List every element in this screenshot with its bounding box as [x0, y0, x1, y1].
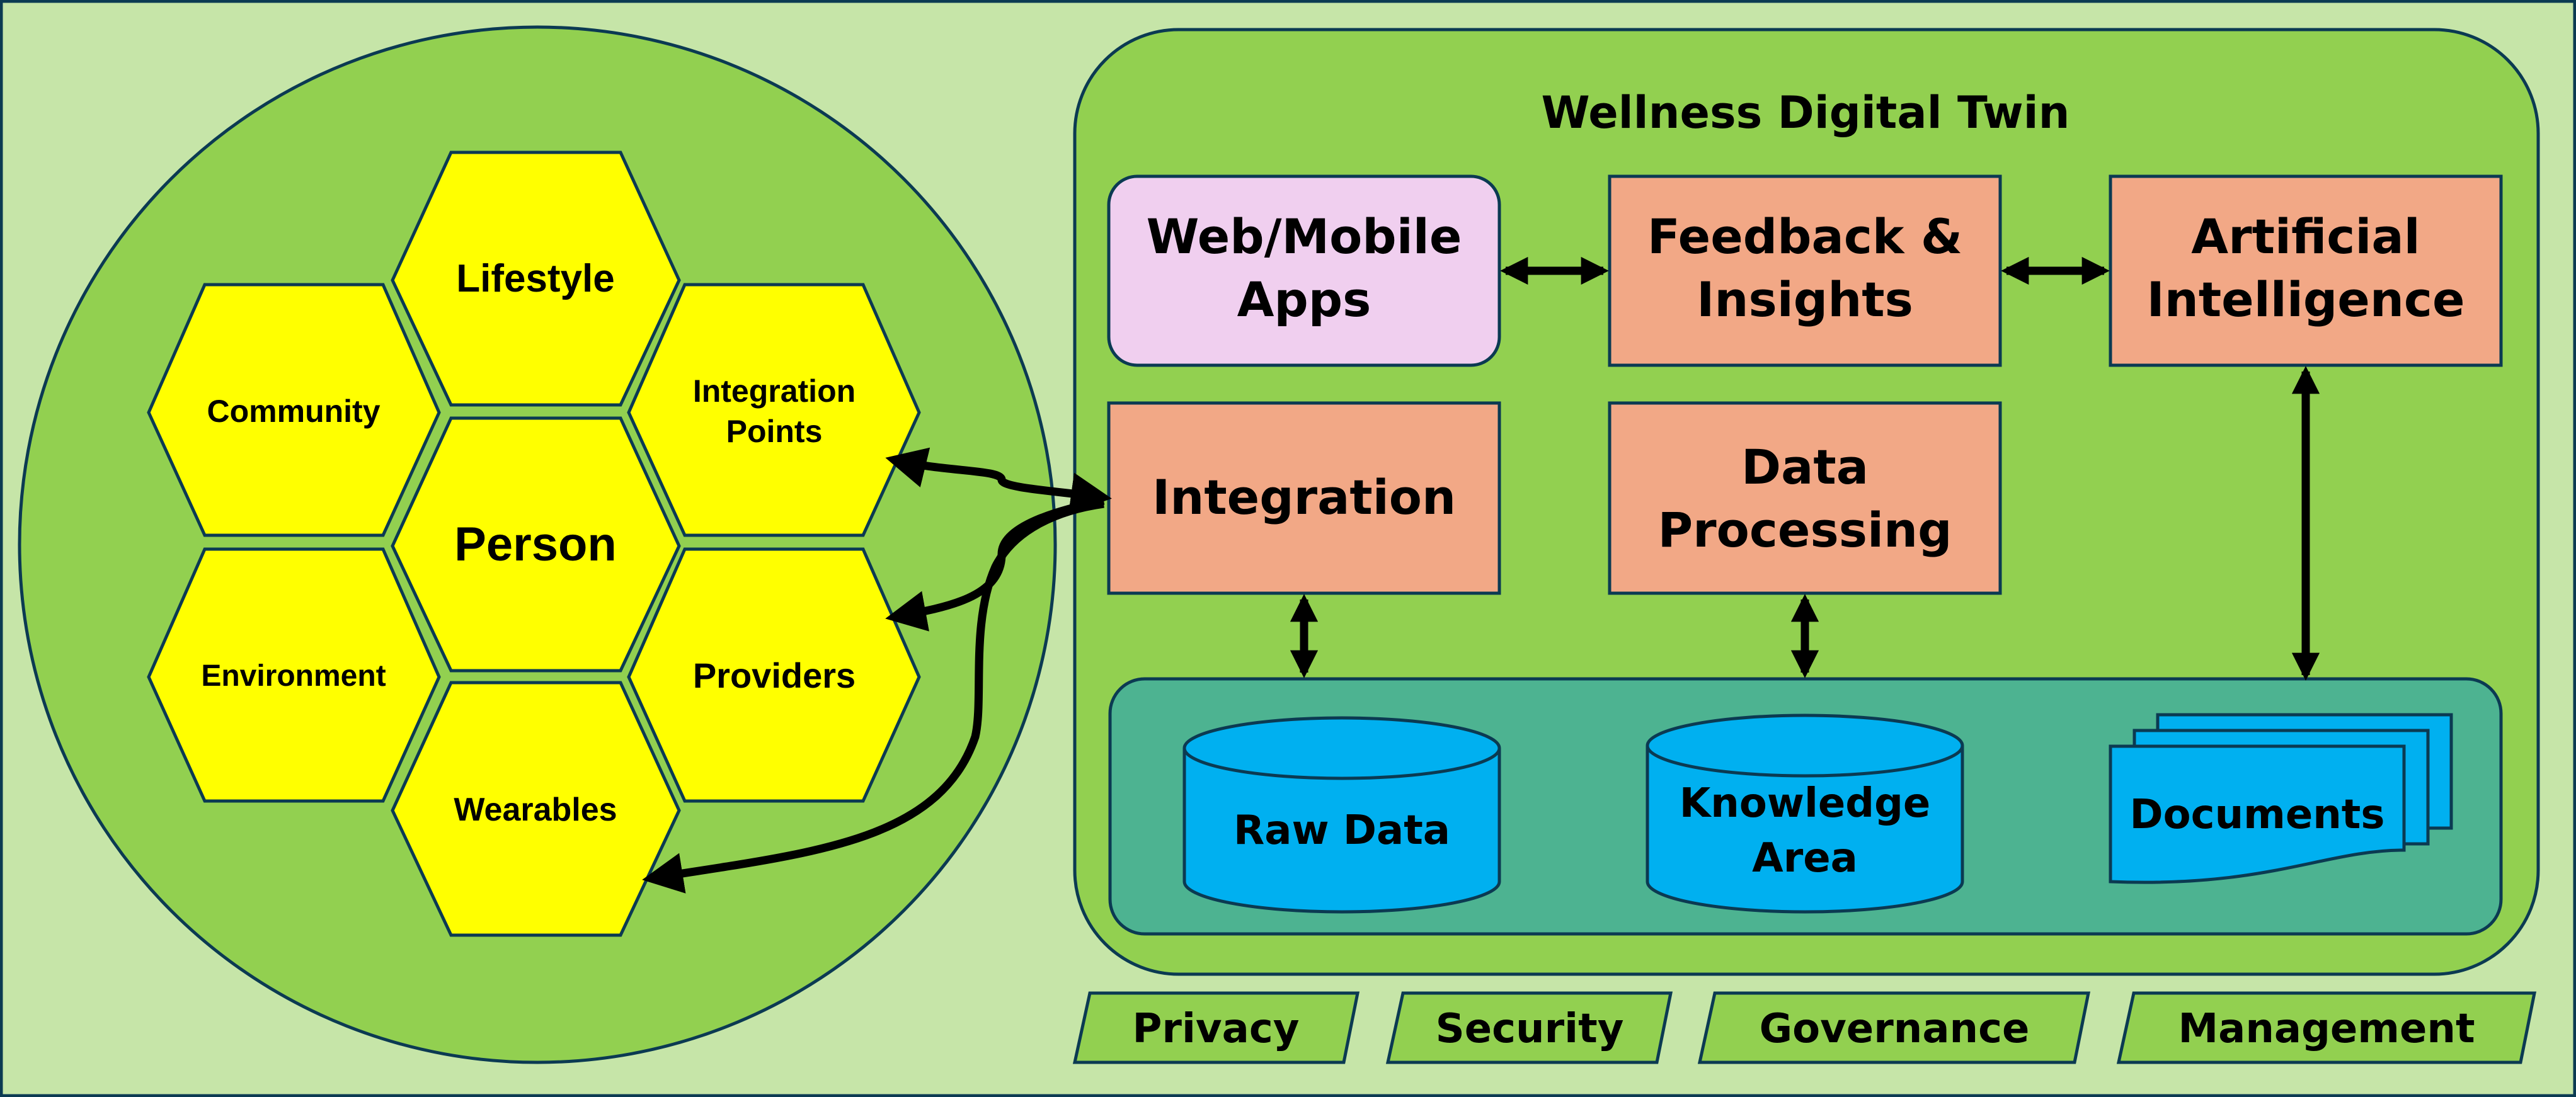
knowledge-area-cylinder: [1646, 713, 1964, 914]
feedback-insights-label-2: Insights: [1697, 271, 1913, 327]
integration-box: [1107, 401, 1501, 595]
twin-connectors: [1290, 256, 2320, 681]
hex-environment-label: Environment: [201, 659, 386, 693]
data-processing-box: [1608, 401, 2002, 595]
hexagon-cluster: [147, 151, 921, 937]
hex-integration-points-label-1: Integration: [693, 373, 856, 409]
arrow-integration-points: [885, 447, 1112, 514]
hex-wearables: [391, 681, 681, 937]
governance-tag: [1697, 991, 2091, 1064]
knowledge-area-label-2: Area: [1752, 835, 1858, 882]
hex-providers-label: Providers: [693, 656, 856, 695]
feedback-insights-label-1: Feedback &: [1647, 208, 1962, 264]
web-mobile-apps-label-1: Web/Mobile: [1147, 208, 1462, 264]
data-processing-label-1: Data: [1741, 439, 1869, 495]
web-mobile-apps-label-2: Apps: [1237, 271, 1371, 327]
artificial-intelligence-box: [2109, 174, 2503, 367]
feedback-insights-box: [1608, 174, 2002, 367]
security-tag: [1385, 991, 1673, 1064]
hex-environment: [147, 547, 441, 803]
arrow-wearables: [642, 499, 1104, 894]
hex-integration-points: [627, 283, 921, 537]
governance-label: Governance: [1760, 1006, 2030, 1052]
hex-person: [391, 416, 681, 673]
hex-community-label: Community: [207, 394, 381, 429]
management-tag: [2116, 991, 2537, 1064]
management-label: Management: [2178, 1006, 2475, 1052]
knowledge-area-label-1: Knowledge: [1680, 780, 1931, 827]
digital-twin-title: Wellness Digital Twin: [1541, 87, 2069, 139]
privacy-label: Privacy: [1133, 1006, 1300, 1052]
documents-stack: [2109, 713, 2453, 884]
hex-integration-points-label-2: Points: [726, 414, 823, 449]
documents-label: Documents: [2130, 792, 2385, 838]
hex-wearables-label: Wearables: [454, 792, 617, 828]
footer-bar: [1072, 991, 2537, 1064]
raw-data-cylinder: [1182, 716, 1501, 914]
privacy-tag: [1072, 991, 1360, 1064]
data-processing-label-2: Processing: [1657, 502, 1952, 558]
person-integration-connectors: [642, 447, 1112, 894]
artificial-intelligence-label-1: Artificial: [2191, 208, 2420, 264]
artificial-intelligence-label-2: Intelligence: [2146, 271, 2464, 327]
hex-lifestyle: [391, 151, 681, 407]
hex-providers: [627, 547, 921, 803]
integration-label: Integration: [1152, 469, 1456, 525]
web-mobile-apps-box: [1107, 174, 1501, 367]
raw-data-label: Raw Data: [1234, 807, 1450, 854]
hex-person-label: Person: [454, 518, 617, 571]
hex-lifestyle-label: Lifestyle: [456, 257, 615, 300]
hex-community: [147, 283, 441, 537]
security-label: Security: [1436, 1006, 1624, 1052]
